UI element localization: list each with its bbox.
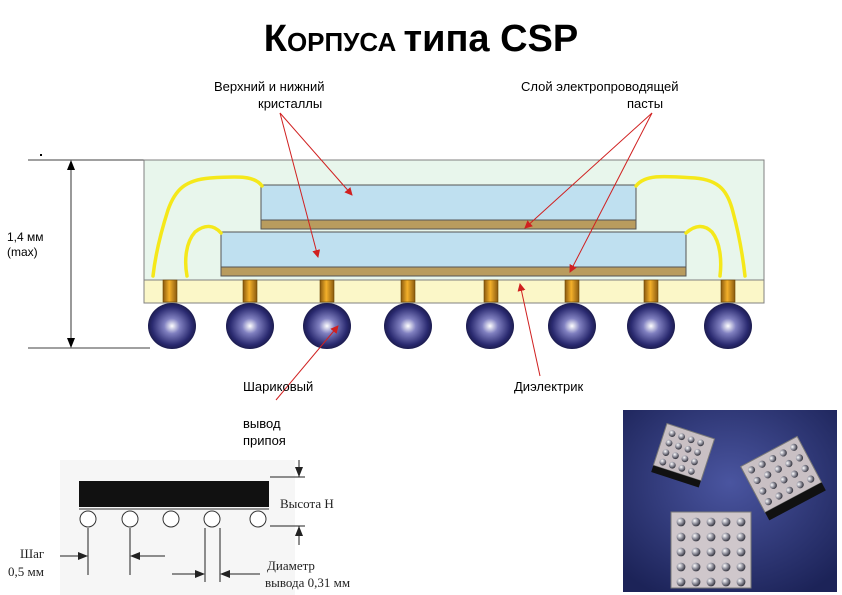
- detail-diameter-label: Диаметр: [267, 558, 315, 573]
- chips-label: Верхний и нижний кристаллы: [214, 79, 325, 111]
- detail-pitch-value: 0,5 мм: [8, 564, 44, 579]
- dielectric-label: Диэлектрик: [514, 379, 584, 394]
- detail-pitch-label: Шаг: [20, 546, 44, 561]
- solder-ball-label: Шариковый вывод припоя: [243, 379, 314, 448]
- bottom-die: [220, 231, 687, 268]
- detail-diameter-value: вывода 0,31 мм: [265, 575, 350, 590]
- top-paste-layer: [260, 219, 637, 230]
- annotation-arrows: [275, 112, 653, 401]
- csp-packages-photo: [623, 410, 837, 592]
- page-title: КОРПУСА типа CSP: [263, 18, 579, 60]
- height-label: 1,4 мм (max): [7, 230, 44, 259]
- detail-package-body: [79, 481, 269, 507]
- paste-label: Слой электропроводящей пасты: [521, 79, 679, 111]
- bond-wires: [151, 174, 747, 278]
- detail-height-label: Высота Н: [280, 496, 334, 511]
- height-dimension: [28, 154, 150, 349]
- bottom-paste-layer: [220, 266, 687, 277]
- solder-pads: [162, 279, 736, 303]
- solder-balls: [148, 303, 752, 349]
- top-die: [260, 184, 637, 221]
- bga-pitch-detail: Высота Н Шаг 0,5 мм Диаметр вывода 0,31 …: [8, 460, 350, 595]
- substrate: [143, 279, 765, 304]
